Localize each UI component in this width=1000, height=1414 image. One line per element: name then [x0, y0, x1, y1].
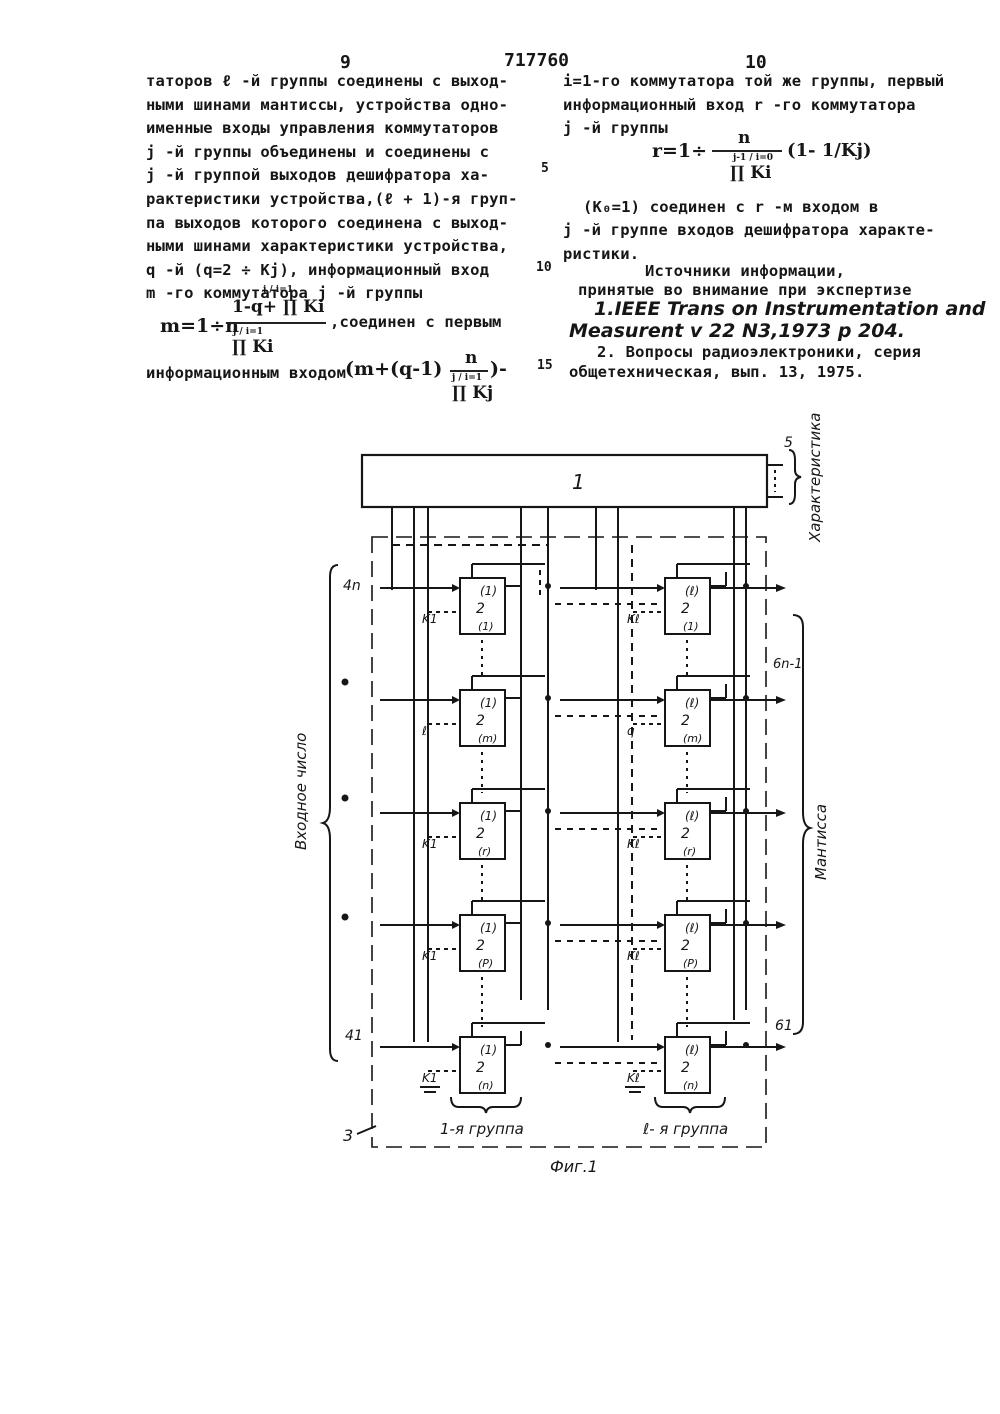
box-index-label: 2 [476, 601, 485, 617]
junction-dot [545, 583, 551, 589]
box-bottom-label: (P) [683, 957, 698, 970]
junction-dot [545, 695, 551, 701]
input-bottom-label: 41 [345, 1028, 363, 1044]
arrow-head [657, 921, 665, 929]
control-label: K1 [422, 837, 438, 851]
decoder-block [362, 455, 767, 507]
box-index-label: 2 [681, 826, 690, 842]
output-top-label: 6n-1 [773, 657, 802, 672]
group-1-label: 1-я группа [440, 1120, 524, 1138]
input-number-label: Входное число [292, 733, 310, 850]
box-top-label: (ℓ) [685, 696, 699, 710]
arrow-head [452, 921, 460, 929]
bus-dots [342, 679, 349, 921]
arrow-head [452, 584, 460, 592]
box-bottom-label: (r) [478, 845, 491, 858]
box-bottom-label: (1) [478, 620, 494, 633]
box-bottom-label: (m) [683, 732, 702, 745]
junction-dot [545, 920, 551, 926]
control-label: q [627, 724, 635, 738]
arrow-head [657, 584, 665, 592]
arrow-head [452, 809, 460, 817]
arrow-head [452, 1043, 460, 1051]
output-5-label: 5 [784, 435, 793, 451]
box-top-label: (ℓ) [685, 584, 699, 598]
box-bottom-label: (r) [683, 845, 696, 858]
box-top-label: (ℓ) [685, 921, 699, 935]
characteristic-label: Характеристика [806, 413, 824, 543]
arrow-head [657, 809, 665, 817]
box-top-label: (1) [480, 921, 497, 935]
box-index-label: 2 [681, 1060, 690, 1076]
box-bottom-label: (m) [478, 732, 497, 745]
control-label: Kℓ [627, 949, 640, 963]
control-label: Kℓ [627, 1071, 640, 1085]
control-label: Kℓ [627, 837, 640, 851]
box-top-label: (1) [480, 696, 497, 710]
box-bottom-label: (n) [683, 1079, 699, 1092]
box-bottom-label: (P) [478, 957, 493, 970]
box-bottom-label: (n) [478, 1079, 494, 1092]
box-index-label: 2 [681, 713, 690, 729]
frame-label: 3 [343, 1126, 353, 1145]
input-top-label: 4n [343, 578, 361, 594]
box-index-label: 2 [476, 938, 485, 954]
box-bottom-label: (1) [683, 620, 699, 633]
control-label: ℓ [421, 724, 427, 738]
box-top-label: (1) [480, 1043, 497, 1057]
junction-dot [545, 1042, 551, 1048]
box-index-label: 2 [476, 1060, 485, 1076]
box-top-label: (ℓ) [685, 1043, 699, 1057]
arrow-head [657, 1043, 665, 1051]
box-top-label: (ℓ) [685, 809, 699, 823]
decoder-label: 1 [572, 470, 585, 494]
box-top-label: (1) [480, 584, 497, 598]
box-top-label: (1) [480, 809, 497, 823]
control-label: K1 [422, 949, 438, 963]
arrow-head [776, 584, 786, 592]
arrow-head [657, 696, 665, 704]
arrow-head [776, 696, 786, 704]
arrow-head [776, 1043, 786, 1051]
box-index-label: 2 [476, 826, 485, 842]
arrow-head [776, 921, 786, 929]
control-label: Kℓ [627, 612, 640, 626]
box-index-label: 2 [681, 938, 690, 954]
arrow-head [776, 809, 786, 817]
output-bottom-label: 61 [775, 1018, 793, 1034]
junction-dot [545, 808, 551, 814]
control-label: K1 [422, 612, 438, 626]
figure-caption: Фиг.1 [550, 1157, 598, 1176]
box-index-label: 2 [476, 713, 485, 729]
box-index-label: 2 [681, 601, 690, 617]
control-label: K1 [422, 1071, 438, 1085]
group-l-label: ℓ- я группа [642, 1120, 728, 1138]
mantissa-label: Мантисса [812, 804, 830, 880]
arrow-head [452, 696, 460, 704]
